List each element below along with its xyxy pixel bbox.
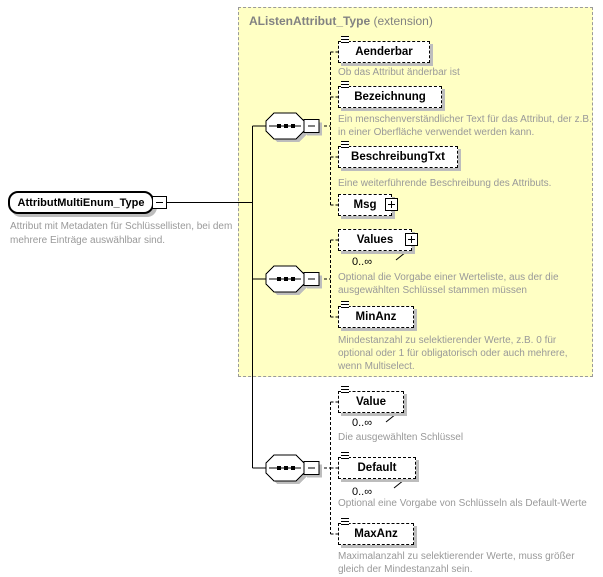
element-aenderbar[interactable]: Aenderbar: [338, 36, 430, 63]
element-label: Values: [356, 234, 394, 246]
element-msg[interactable]: Msg: [338, 194, 398, 216]
sequence-icon[interactable]: [265, 454, 322, 484]
element-values[interactable]: Values: [338, 229, 418, 251]
element-maxanz[interactable]: MaxAnz: [338, 518, 414, 545]
root-annotation: Attribut mit Metadaten für Schlüssellist…: [10, 221, 233, 246]
element-minanz[interactable]: MinAnz: [338, 301, 414, 328]
extension-kind: (extension): [373, 14, 433, 28]
element-label: Bezeichnung: [354, 91, 426, 103]
extension-type-header: AListenAttribut_Type (extension): [249, 14, 433, 28]
element-label: Default: [357, 462, 397, 474]
root-element[interactable]: AttributMultiEnum_Type: [8, 191, 154, 214]
annotation-minanz: Mindestanzahl zu selektierender Werte, z…: [338, 335, 568, 372]
element-beschreibungtxt[interactable]: BeschreibungTxt: [338, 141, 458, 168]
element-label: Msg: [353, 199, 377, 211]
annotation-aenderbar: Ob das Attribut änderbar ist: [338, 67, 460, 78]
annotation-value: Die ausgewählten Schlüssel: [338, 432, 464, 443]
expand-icon[interactable]: [405, 233, 418, 246]
annotation-beschreibungtxt: Eine weiterführende Beschreibung des Att…: [338, 178, 552, 189]
expand-icon[interactable]: [385, 198, 398, 211]
element-content-icon: [341, 141, 349, 148]
annotation-maxanz: Maximalanzahl zu selektierender Werte, m…: [338, 551, 575, 575]
annotation-bezeichnung: Ein menschenverständlicher Text für das …: [338, 114, 592, 138]
element-label: MaxAnz: [354, 528, 398, 540]
collapse-icon[interactable]: [152, 196, 167, 209]
element-bezeichnung[interactable]: Bezeichnung: [338, 81, 442, 108]
cardinality-value: 0..∞: [352, 417, 373, 429]
element-content-icon: [341, 81, 349, 88]
extension-type-box: AListenAttribut_Type (extension): [238, 7, 593, 377]
element-content-icon: [341, 301, 349, 308]
element-content-icon: [341, 36, 349, 43]
element-label: Aenderbar: [355, 46, 413, 58]
element-content-icon: [341, 386, 349, 393]
element-label: Value: [355, 396, 387, 408]
element-label: MinAnz: [355, 311, 397, 323]
annotation-default: Optional eine Vorgabe von Schlüsseln als…: [338, 498, 587, 509]
element-content-icon: [341, 518, 349, 525]
element-label: BeschreibungTxt: [351, 151, 445, 163]
cardinality-values: 0..∞: [352, 256, 373, 268]
element-content-icon: [341, 452, 349, 459]
root-element-label: AttributMultiEnum_Type: [17, 196, 145, 209]
element-value[interactable]: Value: [338, 386, 404, 413]
annotation-values: Optional die Vorgabe einer Werteliste, a…: [338, 272, 559, 296]
element-default[interactable]: Default: [338, 452, 416, 479]
extension-type-name: AListenAttribut_Type: [249, 14, 371, 28]
cardinality-default: 0..∞: [352, 486, 373, 498]
collapse-icon[interactable]: [303, 461, 320, 475]
